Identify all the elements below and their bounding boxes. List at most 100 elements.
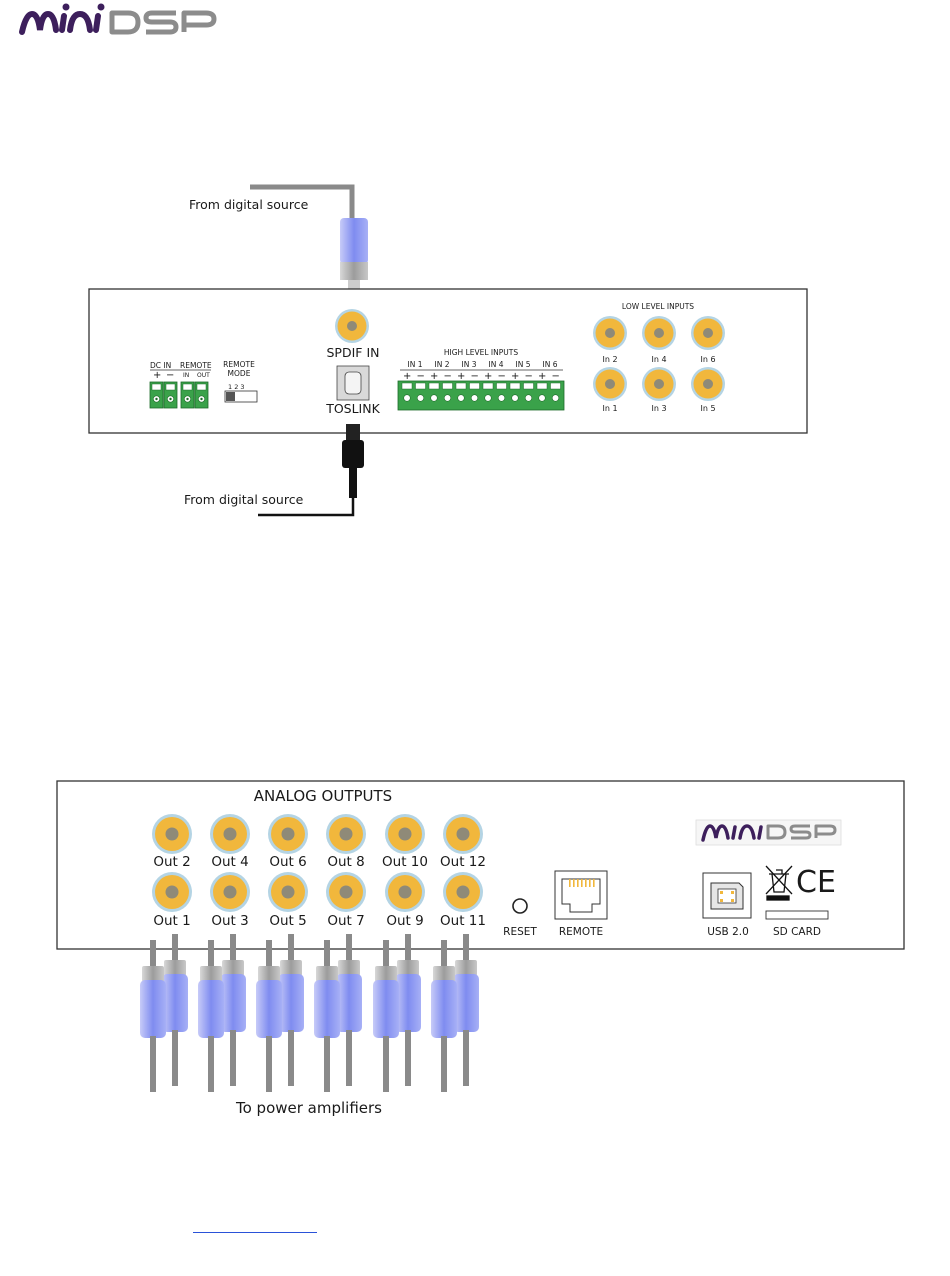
hl-ch-6: IN 6 <box>543 360 558 369</box>
dc-remote-terminal: DC IN REMOTE + − IN OUT <box>149 361 212 409</box>
usb-label: USB 2.0 <box>707 926 749 938</box>
out-plug-front-6 <box>431 940 457 1092</box>
out-jack-bottom-6 <box>443 872 483 912</box>
hl-polarity-7: + <box>484 371 492 382</box>
hl-terminal-screw <box>403 394 411 402</box>
hl-polarity-6: − <box>471 371 479 382</box>
hl-ch-1: IN 1 <box>408 360 423 369</box>
hl-terminal-screw <box>511 394 519 402</box>
weee-bin-icon <box>765 865 793 901</box>
out-label-bottom-5: Out 9 <box>386 913 423 929</box>
hl-polarity-2: − <box>417 371 425 382</box>
hl-terminal-screw <box>430 394 438 402</box>
sd-card-label: SD CARD <box>773 926 821 938</box>
low-in-1-label: In 1 <box>602 404 617 413</box>
hl-terminal-slot <box>428 382 440 390</box>
hl-terminal-slot <box>455 382 467 390</box>
analog-outputs-title: ANALOG OUTPUTS <box>254 787 392 805</box>
out-label-bottom-1: Out 1 <box>153 913 190 929</box>
out-label-bottom-6: Out 11 <box>440 913 486 929</box>
remote-port-label: REMOTE <box>559 926 603 938</box>
hl-terminal-slot <box>442 382 453 390</box>
low-in-5-label: In 5 <box>700 404 715 413</box>
low-in-2-jack <box>593 316 627 350</box>
hl-polarity-12: − <box>552 371 560 382</box>
toslink-cable <box>258 424 364 517</box>
hl-polarity-9: + <box>511 371 519 382</box>
hl-terminal-screw <box>416 394 425 402</box>
spdif-cable <box>250 184 368 290</box>
remote-mode-line2: MODE <box>228 369 251 378</box>
sd-card-slot <box>765 910 829 920</box>
low-in-3-label: In 3 <box>651 404 666 413</box>
out-plug-front-5 <box>373 940 399 1092</box>
low-in-6-jack <box>691 316 725 350</box>
spdif-label: SPDIF IN <box>327 345 380 360</box>
high-level-inputs: HIGH LEVEL INPUTS IN 1 IN 2 IN 3 IN 4 IN… <box>397 348 565 411</box>
hl-terminal-slot <box>523 382 534 390</box>
out-jack-top-2 <box>210 814 250 854</box>
low-in-5-jack <box>691 367 725 401</box>
low-in-4-label: In 4 <box>651 355 666 364</box>
hl-terminal-slot <box>496 382 507 390</box>
out-jack-top-6 <box>443 814 483 854</box>
hl-ch-3: IN 3 <box>462 360 477 369</box>
hl-terminal-screw <box>470 394 479 402</box>
hl-terminal-slot <box>415 382 426 390</box>
low-level-title: LOW LEVEL INPUTS <box>622 302 694 311</box>
out-jack-top-1 <box>152 814 192 854</box>
hl-polarity-4: − <box>444 371 452 382</box>
minidsp-logo <box>19 3 217 35</box>
low-in-4-jack <box>642 316 676 350</box>
hl-polarity-11: + <box>538 371 546 382</box>
out-plug-front-2 <box>198 940 224 1092</box>
hl-polarity-8: − <box>498 371 506 382</box>
out-jack-bottom-3 <box>268 872 308 912</box>
hl-terminal-screw <box>497 394 506 402</box>
out-jack-bottom-2 <box>210 872 250 912</box>
remote-mode-line1: REMOTE <box>223 360 255 369</box>
hl-ch-4: IN 4 <box>489 360 504 369</box>
hl-terminal-screw <box>551 394 560 402</box>
out-label-top-4: Out 8 <box>327 854 364 870</box>
hl-terminal-slot <box>509 382 521 390</box>
remote-rj45-port <box>554 870 608 920</box>
reset-button <box>512 898 528 914</box>
out-label-top-6: Out 12 <box>440 854 486 870</box>
toslink-source-label: From digital source <box>184 492 304 507</box>
dc-in-label: DC IN <box>150 361 171 370</box>
toslink-jack <box>336 365 370 401</box>
low-in-3-jack <box>642 367 676 401</box>
hl-terminal-slot <box>536 382 548 390</box>
out-jack-top-4 <box>326 814 366 854</box>
dc-minus: − <box>166 370 174 381</box>
logo-dot-2 <box>97 3 105 11</box>
low-in-6-label: In 6 <box>700 355 715 364</box>
remote-out-label: OUT <box>197 372 210 379</box>
hl-terminal-screw <box>457 394 465 402</box>
logo-dot-1 <box>62 3 70 11</box>
hl-polarity-1: + <box>403 371 411 382</box>
hl-polarity-5: + <box>457 371 465 382</box>
out-label-bottom-2: Out 3 <box>211 913 248 929</box>
hl-terminal-slot <box>401 382 413 390</box>
output-cables <box>140 934 479 1092</box>
mode-numbers: 1 2 3 <box>228 383 245 391</box>
hyperlink-underline[interactable] <box>193 1212 317 1233</box>
remote-terminal-label: REMOTE <box>180 361 212 370</box>
hl-terminal-slot <box>469 382 480 390</box>
hl-polarity-10: − <box>525 371 533 382</box>
logo-wave-mark <box>19 10 101 35</box>
out-label-top-2: Out 4 <box>211 854 248 870</box>
low-in-2-label: In 2 <box>602 355 617 364</box>
logo-dsp-mark <box>109 10 217 35</box>
remote-in-label: IN <box>183 372 189 379</box>
hl-terminal-slot <box>482 382 494 390</box>
hl-terminal-slot <box>550 382 561 390</box>
usb-port <box>702 872 752 919</box>
dc-plus: + <box>153 370 161 381</box>
toslink-label: TOSLINK <box>325 401 380 416</box>
hl-ch-2: IN 2 <box>435 360 450 369</box>
out-jack-top-3 <box>268 814 308 854</box>
